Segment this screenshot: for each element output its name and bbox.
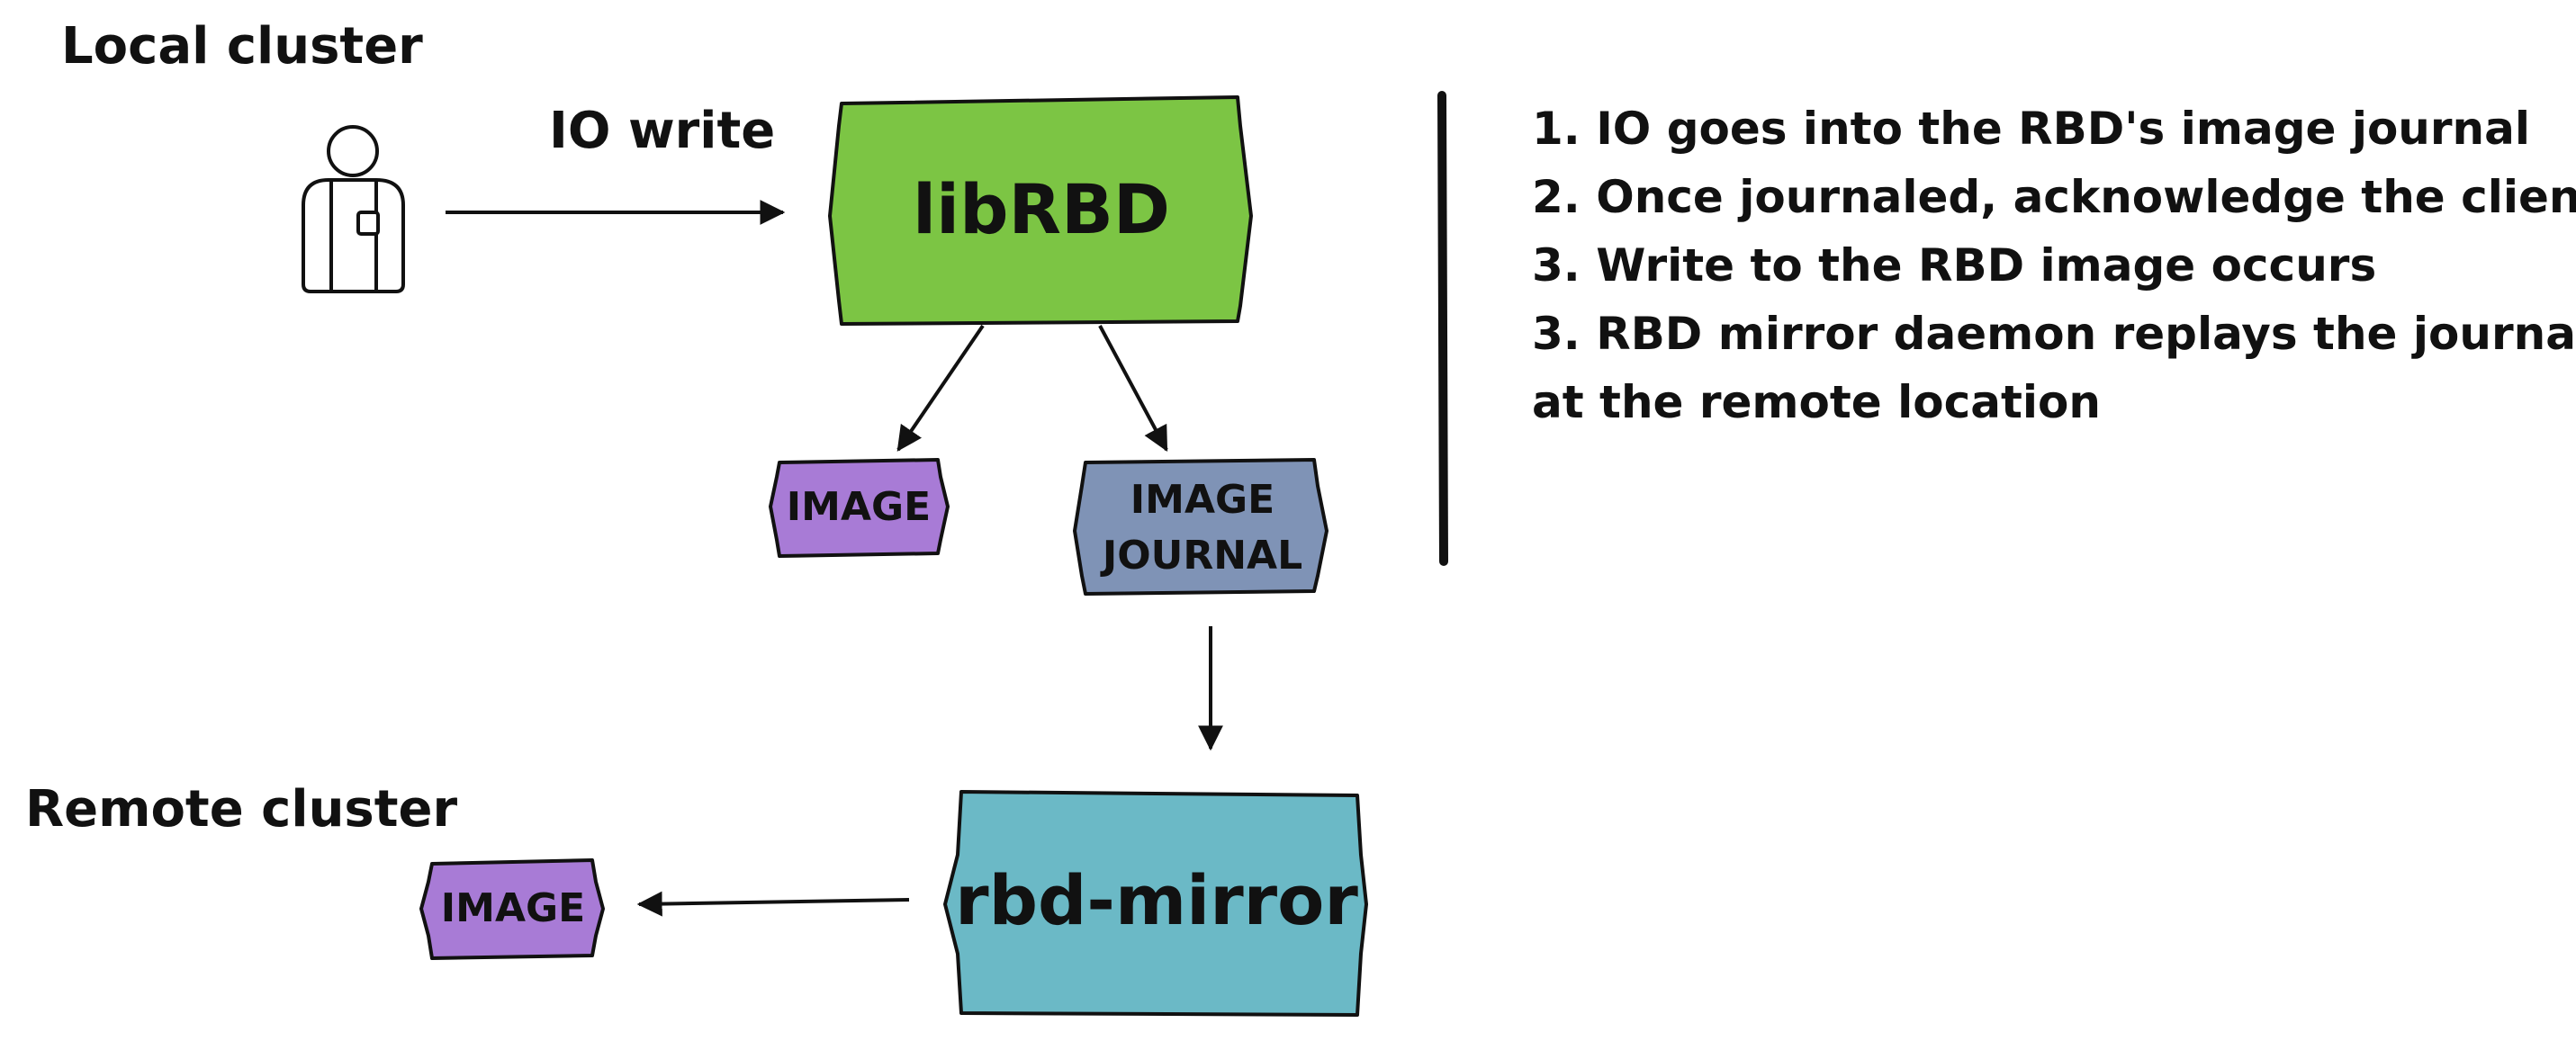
step-item: 3. RBD mirror daemon replays the journal… xyxy=(1532,308,2576,360)
user-icon xyxy=(302,125,405,293)
remote-cluster-title: Remote cluster xyxy=(25,780,458,839)
image-journal-label-line1: IMAGE xyxy=(1130,477,1274,523)
image-journal-node: IMAGE JOURNAL xyxy=(1073,458,1329,596)
step-item: 1. IO goes into the RBD's image journal xyxy=(1532,103,2530,155)
image-journal-label-line2: JOURNAL xyxy=(1100,533,1302,579)
local-image-node: IMAGE xyxy=(769,458,950,558)
io-write-label: IO write xyxy=(549,102,775,160)
rbd-mirror-node: rbd-mirror xyxy=(943,790,1368,1017)
step-item: 3. Write to the RBD image occurs xyxy=(1532,239,2376,292)
remote-image-node: IMAGE xyxy=(419,858,605,960)
librbd-to-journal-arrow xyxy=(1098,325,1168,453)
librbd-node: libRBD xyxy=(828,95,1253,326)
step-item: 2. Once journaled, acknowledge the clien… xyxy=(1532,171,2576,223)
librbd-label: libRBD xyxy=(913,169,1170,249)
librbd-to-image-arrow xyxy=(896,324,985,452)
rbd-mirror-label: rbd-mirror xyxy=(955,860,1358,940)
steps-list: 1. IO goes into the RBD's image journal … xyxy=(1532,103,2576,428)
local-image-label: IMAGE xyxy=(787,484,931,530)
step-item-continuation: at the remote location xyxy=(1532,376,2101,428)
local-cluster-title: Local cluster xyxy=(61,17,423,76)
divider xyxy=(1437,91,1448,566)
remote-image-label: IMAGE xyxy=(441,885,585,931)
mirror-to-remote-image-arrow xyxy=(636,891,910,917)
